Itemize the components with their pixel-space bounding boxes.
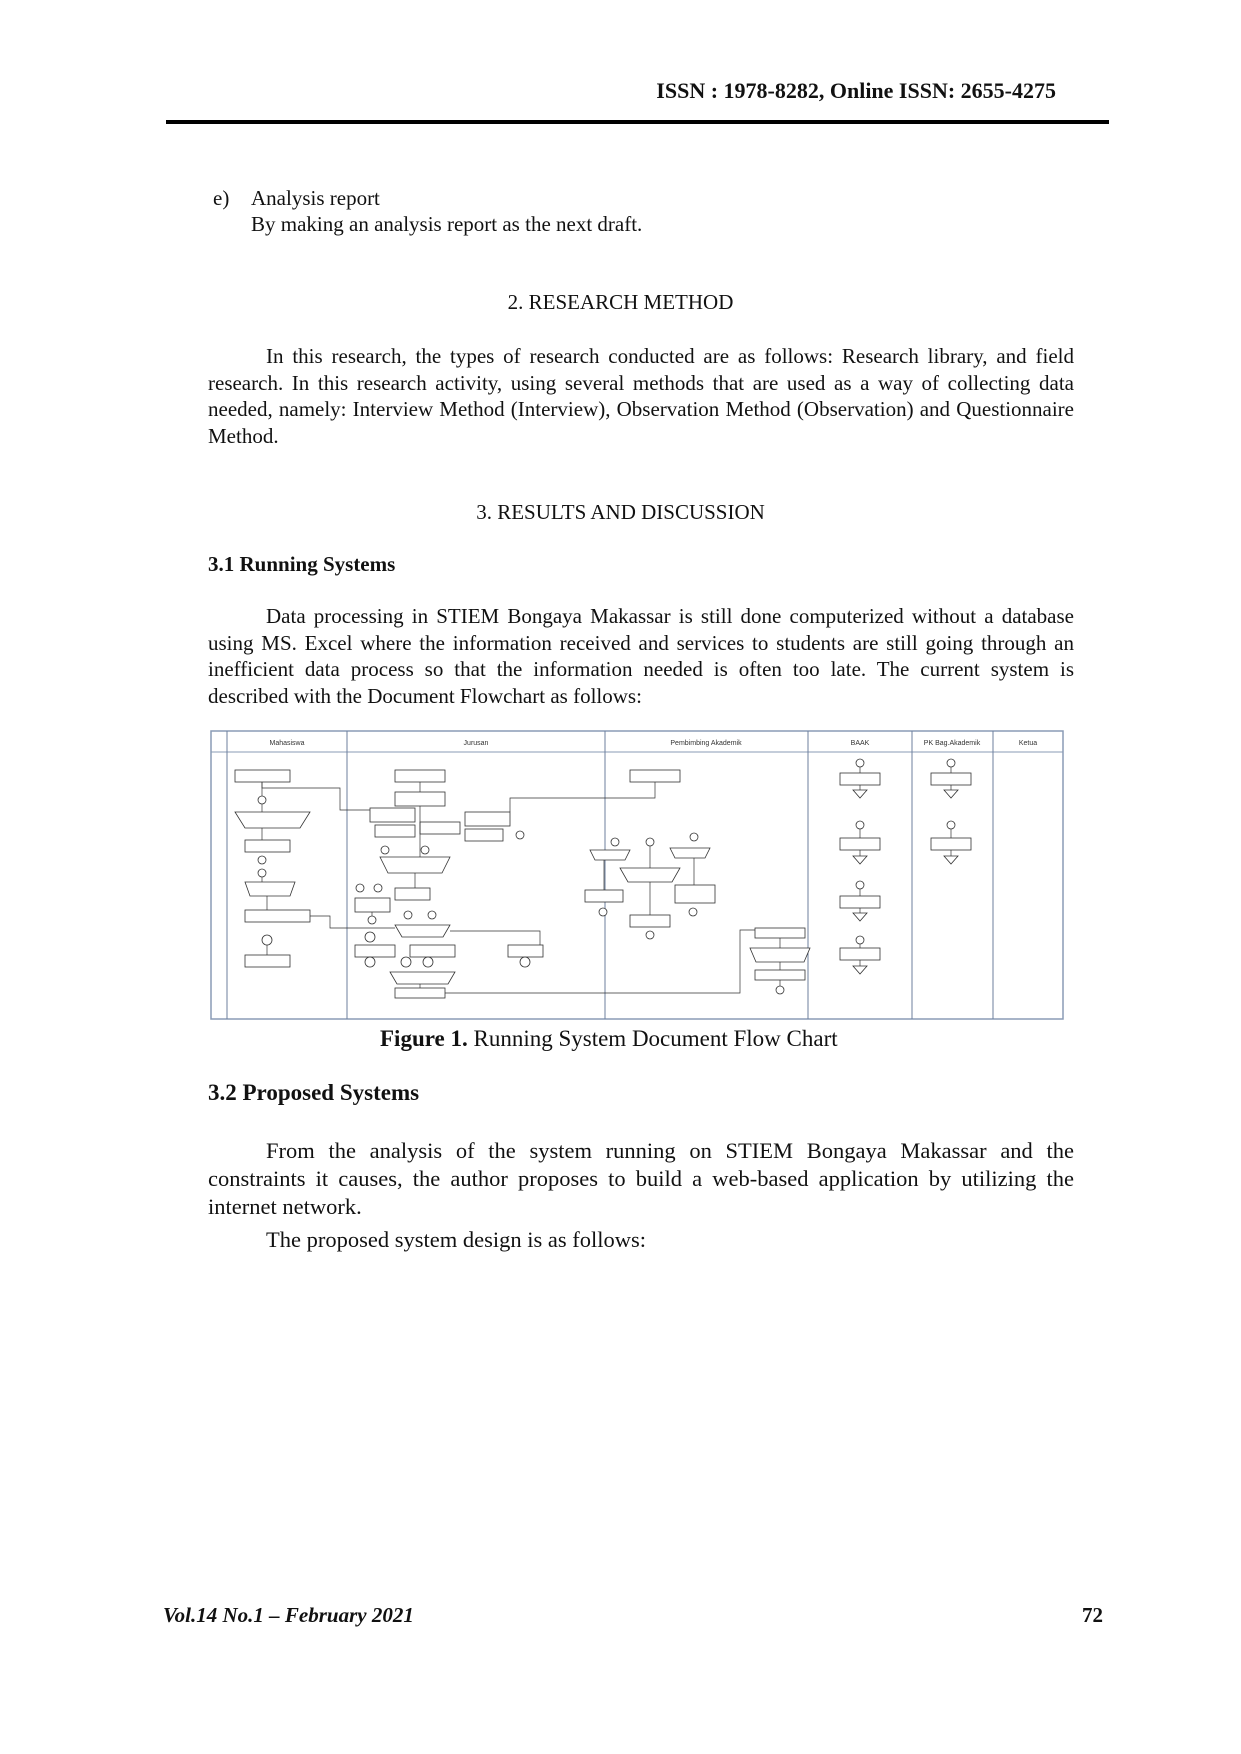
lane-header-pembimbing: Pembimbing Akademik: [670, 740, 742, 747]
item-label: e): [213, 186, 230, 210]
proposed-systems-paragraph-1: From the analysis of the system running …: [208, 1138, 1074, 1219]
section-2-heading: 2. RESEARCH METHOD: [507, 290, 734, 314]
research-method-paragraph: In this research, the types of research …: [208, 344, 1074, 448]
item-title: Analysis report: [251, 186, 380, 210]
figure-caption-text: Running System Document Flow Chart: [467, 1026, 838, 1051]
footer-volume: Vol.14 No.1 – February 2021: [163, 1603, 414, 1627]
figure-label: Figure 1.: [380, 1026, 468, 1051]
page-number: 72: [1082, 1603, 1103, 1627]
analysis-report-item: e) Analysis report By making an analysis …: [213, 185, 642, 237]
document-flowchart-figure: Mahasiswa Jurusan Pembimbing Akademik BA…: [210, 730, 1064, 1020]
proposed-systems-paragraph-2: The proposed system design is as follows…: [266, 1227, 646, 1252]
header-rule: [166, 120, 1109, 124]
proposed-systems-title: 3.2 Proposed Systems: [208, 1080, 420, 1105]
running-systems-title: 3.1 Running Systems: [208, 552, 396, 576]
figure-1-caption: Figure 1. Running System Document Flow C…: [380, 1026, 838, 1052]
journal-issn-header: ISSN : 1978-8282, Online ISSN: 2655-4275: [656, 78, 1056, 103]
lane-header-baak: BAAK: [851, 740, 870, 747]
lane-header-jurusan: Jurusan: [464, 740, 489, 747]
lane-header-ketua: Ketua: [1019, 740, 1037, 747]
lane-header-pk: PK Bag.Akademik: [924, 740, 981, 747]
running-systems-paragraph: Data processing in STIEM Bongaya Makassa…: [208, 604, 1074, 708]
item-text: By making an analysis report as the next…: [251, 212, 643, 236]
section-3-heading: 3. RESULTS AND DISCUSSION: [476, 500, 765, 524]
lane-header-mahasiswa: Mahasiswa: [269, 740, 304, 747]
